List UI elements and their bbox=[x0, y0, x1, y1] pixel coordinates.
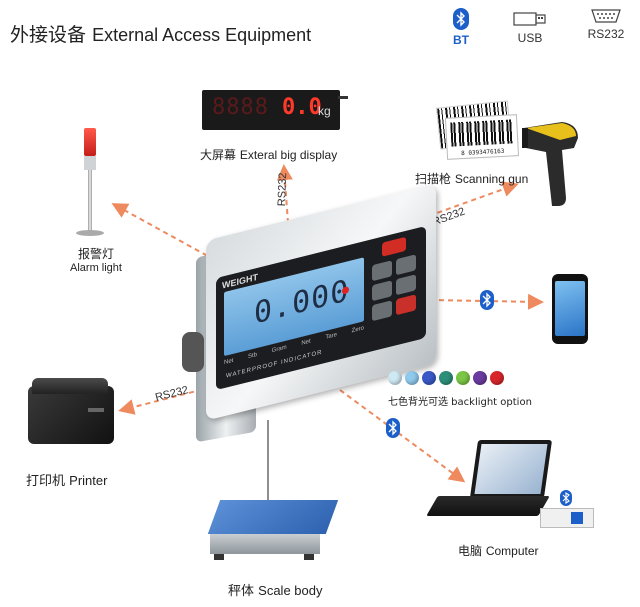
interface-bt-label: BT bbox=[453, 33, 469, 47]
usb-bluetooth-dongle bbox=[540, 508, 594, 528]
indicator-lcd: 0.000 bbox=[224, 257, 364, 357]
interface-usb: USB bbox=[510, 10, 550, 45]
backlight-swatch bbox=[490, 371, 504, 385]
printer-slot bbox=[88, 408, 104, 412]
scale-label-en: Scale body bbox=[258, 583, 323, 598]
indicator-panel: WEIGHT 0.000 Net Stb Gram Net Tare Zero bbox=[216, 225, 426, 391]
scanner-label-en: Scanning gun bbox=[454, 172, 529, 186]
scale-frame bbox=[210, 534, 320, 554]
scale-foot bbox=[304, 554, 314, 560]
interface-bt: BT bbox=[446, 8, 476, 47]
title-en: External Access Equipment bbox=[92, 25, 312, 45]
laptop bbox=[426, 440, 553, 530]
printer-label-en: Printer bbox=[69, 473, 108, 488]
laptop-base bbox=[426, 496, 550, 516]
power-button[interactable] bbox=[396, 294, 416, 316]
interface-rs232-label: RS232 bbox=[587, 27, 625, 41]
printer bbox=[28, 378, 118, 448]
status-label: Net bbox=[224, 357, 234, 367]
indicator-housing: WEIGHT 0.000 Net Stb Gram Net Tare Zero bbox=[206, 183, 436, 421]
indicator-footer: WATERPROOF INDICATOR bbox=[226, 349, 323, 380]
computer-label-en: Computer bbox=[485, 544, 539, 558]
alarm-light-red bbox=[84, 128, 96, 156]
link-alarm bbox=[111, 203, 216, 261]
indicator-reading: 0.000 bbox=[254, 272, 350, 332]
keypad-button[interactable] bbox=[396, 254, 416, 276]
scanning-gun bbox=[522, 122, 578, 206]
alarm-label: 报警灯 Alarm light bbox=[66, 245, 126, 274]
big-display-unit: kg bbox=[318, 104, 331, 118]
computer-label: 电脑 Computer bbox=[458, 542, 539, 559]
backlight-swatch bbox=[388, 371, 402, 385]
scanner-label: 扫描枪 Scanning gun bbox=[415, 170, 528, 187]
backlight-swatch bbox=[439, 371, 453, 385]
bluetooth-icon bbox=[386, 418, 400, 438]
big-display-ghost-digits: 8888 bbox=[212, 95, 269, 120]
big-display: 8888 0.0 kg bbox=[202, 90, 340, 130]
link-computer bbox=[339, 389, 466, 483]
keypad-button[interactable] bbox=[372, 260, 392, 282]
indicator-brand-badge bbox=[382, 236, 406, 257]
keypad-button[interactable] bbox=[372, 280, 392, 302]
alarm-light-pole bbox=[88, 170, 92, 232]
indicator-knob bbox=[182, 332, 204, 372]
backlight-swatch bbox=[473, 371, 487, 385]
keypad-button[interactable] bbox=[372, 300, 392, 322]
barcode-labels: 8 0393476163 bbox=[436, 100, 520, 160]
scale-foot bbox=[214, 554, 224, 560]
printer-lid bbox=[32, 378, 108, 394]
bluetooth-icon bbox=[560, 490, 572, 506]
barcode-number: 8 0393476163 bbox=[460, 147, 505, 158]
printer-label: 打印机 Printer bbox=[26, 470, 107, 489]
big-display-value: 0.0 bbox=[282, 95, 322, 120]
scale-top-plate bbox=[207, 500, 339, 534]
rs232-port-icon bbox=[591, 9, 621, 23]
scale-platform bbox=[204, 500, 339, 570]
status-label: Gram bbox=[271, 344, 287, 355]
keypad-button[interactable] bbox=[396, 274, 416, 296]
alarm-label-zh: 报警灯 bbox=[77, 247, 114, 261]
rs232-label-display: RS232 bbox=[276, 172, 290, 207]
printer-body bbox=[28, 386, 114, 444]
alarm-light-segment bbox=[84, 156, 96, 170]
bluetooth-icon bbox=[480, 290, 494, 310]
status-label: Zero bbox=[351, 325, 364, 335]
laptop-lid bbox=[469, 440, 553, 498]
smartphone bbox=[552, 274, 588, 344]
scale-label-zh: 秤体 bbox=[228, 584, 255, 599]
weighing-indicator: WEIGHT 0.000 Net Stb Gram Net Tare Zero bbox=[182, 183, 441, 443]
interface-usb-label: USB bbox=[517, 31, 543, 45]
big-display-label: 大屏幕 Exteral big display bbox=[200, 146, 337, 163]
printer-label-zh: 打印机 bbox=[26, 474, 66, 489]
status-label: Net bbox=[301, 338, 311, 347]
big-display-mount bbox=[338, 96, 348, 99]
barcode-card-front: 8 0393476163 bbox=[444, 114, 520, 160]
scanner-label-zh: 扫描枪 bbox=[415, 172, 452, 186]
page-title: 外接设备 External Access Equipment bbox=[10, 20, 311, 47]
status-label: Stb bbox=[248, 351, 258, 361]
backlight-swatches bbox=[388, 371, 504, 385]
smartphone-screen bbox=[555, 281, 585, 336]
alarm-label-en: Alarm light bbox=[70, 262, 122, 274]
scale-label: 秤体 Scale body bbox=[228, 580, 322, 599]
title-zh: 外接设备 bbox=[10, 24, 87, 46]
indicator-keypad bbox=[370, 234, 418, 342]
backlight-swatch bbox=[456, 371, 470, 385]
backlight-swatch bbox=[405, 371, 419, 385]
barcode-bars bbox=[450, 119, 514, 147]
big-display-label-en: Exteral big display bbox=[239, 148, 338, 162]
alarm-light-base bbox=[76, 230, 104, 236]
link-printer bbox=[118, 384, 221, 415]
status-label: Tare bbox=[325, 332, 337, 341]
interface-rs232: RS232 bbox=[584, 8, 628, 41]
computer-label-zh: 电脑 bbox=[458, 544, 483, 558]
alarm-light bbox=[70, 128, 110, 248]
dongle-logo bbox=[571, 512, 583, 524]
big-display-label-zh: 大屏幕 bbox=[200, 148, 237, 162]
laptop-screen bbox=[474, 444, 548, 494]
bluetooth-icon bbox=[453, 8, 469, 30]
backlight-label: 七色背光可选 backlight option bbox=[388, 397, 532, 408]
backlight-swatch bbox=[422, 371, 436, 385]
usb-icon bbox=[513, 12, 546, 26]
